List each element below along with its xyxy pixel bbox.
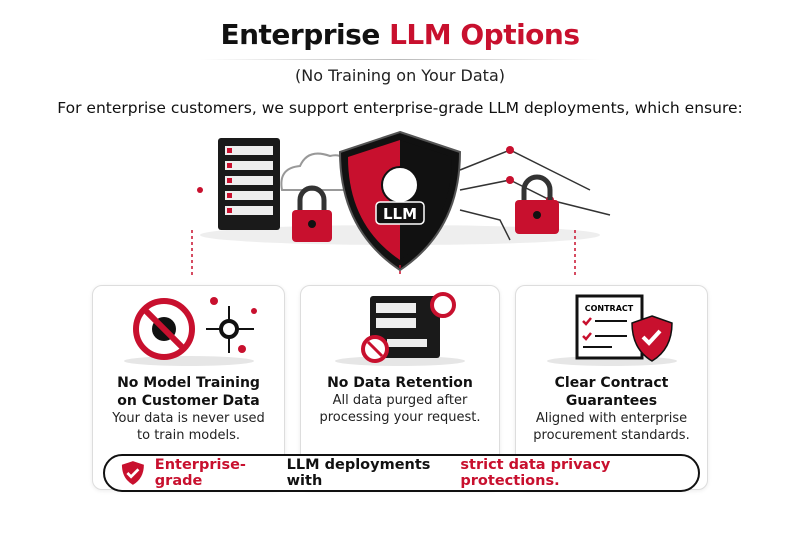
card-title: No Model Training on Customer Data Your d… — [93, 374, 284, 444]
intro-text: For enterprise customers, we support ent… — [57, 99, 743, 117]
hero-illustration: LLM — [191, 130, 611, 275]
banner-text-accent: strict data privacy protections. — [460, 457, 611, 489]
card-title-line: on Customer Data — [117, 393, 260, 409]
server-rack-icon — [218, 138, 280, 230]
lock-icon — [515, 174, 559, 234]
banner-text: LLM deployments with — [286, 457, 431, 489]
card-description: Your data is never used — [112, 411, 265, 426]
title-part1: Enterprise — [220, 18, 380, 51]
shield-icon: LLM — [338, 130, 462, 272]
card-title: Clear Contract Guarantees Aligned with e… — [516, 374, 707, 444]
shield-label: LLM — [383, 205, 417, 223]
card-title-line: No Model Training — [117, 375, 260, 391]
lock-icon — [292, 185, 332, 242]
card-title-line: No Data Retention — [327, 375, 473, 391]
summary-banner: Enterprise-grade LLM deployments with st… — [103, 454, 700, 492]
card-description: processing your request. — [319, 410, 481, 425]
title-part2: LLM Options — [389, 18, 580, 51]
card-description: procurement standards. — [533, 428, 690, 443]
card-title-line: Clear Contract Guarantees — [554, 375, 669, 409]
card-description: All data purged after — [332, 393, 468, 408]
no-training-icon — [123, 297, 257, 366]
subtitle: (No Training on Your Data) — [294, 66, 505, 85]
card-description: Aligned with enterprise — [535, 411, 688, 426]
divider — [200, 59, 600, 60]
page-title: Enterprise LLM Options — [0, 18, 800, 51]
shield-check-icon — [121, 461, 144, 485]
contract-icon: CONTRACT — [546, 294, 677, 366]
card-contract: CONTRACT Clear Contract Guarantees Align… — [515, 285, 708, 490]
banner-text-accent: Enterprise-grade — [154, 457, 246, 489]
contract-label: CONTRACT — [584, 304, 633, 313]
server-purge-icon — [335, 292, 465, 366]
card-title: No Data Retention All data purged after p… — [301, 374, 499, 426]
card-description: to train models. — [137, 428, 240, 443]
